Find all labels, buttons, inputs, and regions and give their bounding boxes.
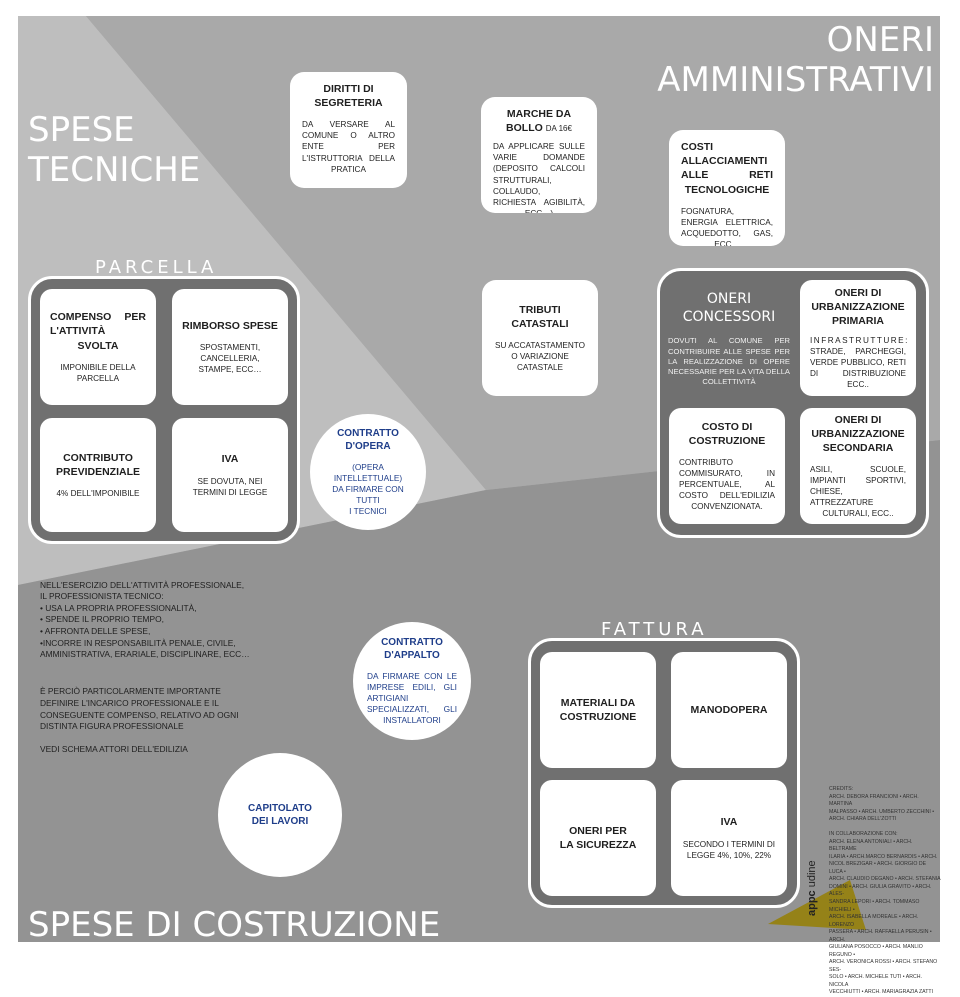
card-urbanizzazione-primaria: ONERI DI URBANIZZAZIONE PRIMARIA INFRAST… <box>800 280 916 396</box>
parcella-label: PARCELLA <box>95 257 218 278</box>
card-body: FOGNATURA, ENERGIA ELETTRICA, ACQUEDOTTO… <box>681 206 773 246</box>
note-text-1: NELL'ESERCIZIO DELL'ATTIVITÀ PROFESSIONA… <box>40 579 250 660</box>
circle-contratto-appalto: CONTRATTO D'APPALTO DA FIRMARE CON LE IM… <box>353 622 471 740</box>
card-body: DA APPLICARE SULLE VARIE DOMANDE (DEPOSI… <box>493 142 585 213</box>
card-costo-costruzione: COSTO DI COSTRUZIONE CONTRIBUTO COMMISUR… <box>669 408 785 524</box>
parcella-card-compenso: COMPENSO PER L'ATTIVITÀ SVOLTA IMPONIBIL… <box>40 289 156 405</box>
card-title: ONERI DI URBANIZZAZIONE SECONDARIA <box>811 413 905 454</box>
card-body: SECONDO I TERMINI DI LEGGE 4%, 10%, 22% <box>682 839 776 860</box>
circle-body: DA FIRMARE CON LE IMPRESE EDILI, GLI ART… <box>367 670 457 726</box>
card-diritti-segreteria: DIRITTI DI SEGRETERIA DA VERSARE AL COMU… <box>290 72 407 188</box>
heading-oneri-amministrativi: ONERI AMMINISTRATIVI <box>657 20 934 101</box>
credits-text: CREDITS: ARCH. DEBORA FRANCIONI • ARCH. … <box>829 786 941 996</box>
card-title: IVA <box>221 453 239 466</box>
card-body: ASILI, SCUOLE, IMPIANTI SPORTIVI, CHIESE… <box>810 465 906 519</box>
card-body: SE DOVUTA, NEI TERMINI DI LEGGE <box>192 476 268 497</box>
appc-logo: appc udine <box>806 860 818 916</box>
circle-title: CONTRATTO D'OPERA <box>337 427 399 453</box>
heading-spese-costruzione: SPESE DI COSTRUZIONE <box>28 905 441 945</box>
card-title: TRIBUTI CATASTALI <box>511 303 569 330</box>
fattura-card-iva: IVA SECONDO I TERMINI DI LEGGE 4%, 10%, … <box>671 780 787 896</box>
card-body: 4% DELL'IMPONIBILE <box>56 489 140 499</box>
fattura-card-materiali: MATERIALI DA COSTRUZIONE <box>540 652 656 768</box>
card-body: DA VERSARE AL COMUNE O ALTRO ENTE PER L'… <box>302 120 395 174</box>
circle-capitolato-lavori: CAPITOLATO DEI LAVORI <box>218 753 342 877</box>
fattura-label: FATTURA <box>601 619 708 640</box>
parcella-card-rimborso: RIMBORSO SPESE SPOSTAMENTI, CANCELLERIA,… <box>172 289 288 405</box>
card-title: IVA <box>720 816 738 829</box>
card-marche-bollo: MARCHE DA BOLLO DA 16€ DA APPLICARE SULL… <box>481 97 597 213</box>
card-costi-allacciamenti: COSTI ALLACCIAMENTI ALLE RETI TECNOLOGIC… <box>669 130 785 246</box>
card-title: CONTRIBUTO PREVIDENZIALE <box>55 451 140 478</box>
oneri-concessori-title: ONERI CONCESSORI <box>682 291 776 326</box>
oneri-concessori-header: ONERI CONCESSORI DOVUTI AL COMUNE PER CO… <box>668 290 790 388</box>
card-title: DIRITTI DI SEGRETERIA <box>314 83 383 110</box>
card-urbanizzazione-secondaria: ONERI DI URBANIZZAZIONE SECONDARIA ASILI… <box>800 408 916 524</box>
card-title: MANODOPERA <box>690 703 768 716</box>
card-body-head: INFRASTRUTTURE: <box>810 335 909 345</box>
fattura-card-sicurezza: ONERI PER LA SICUREZZA <box>540 780 656 896</box>
card-title: RIMBORSO SPESE <box>182 319 278 332</box>
card-title: COSTO DI COSTRUZIONE <box>688 420 766 447</box>
circle-body: (OPERA INTELLETTUALE) DA FIRMARE CON TUT… <box>332 461 404 517</box>
circle-title: CONTRATTO D'APPALTO <box>381 636 443 662</box>
card-title-main: MARCHE DA BOLLO <box>506 108 572 135</box>
card-body: CONTRIBUTO COMMISURATO, IN PERCENTUALE, … <box>679 458 775 512</box>
note-professionista: NELL'ESERCIZIO DELL'ATTIVITÀ PROFESSIONA… <box>40 568 250 768</box>
card-title: MARCHE DA BOLLO DA 16€ <box>493 107 585 135</box>
oneri-concessori-body: DOVUTI AL COMUNE PER CONTRIBUIRE ALLE SP… <box>668 336 790 387</box>
circle-title: CAPITOLATO DEI LAVORI <box>248 802 312 828</box>
parcella-card-iva: IVA SE DOVUTA, NEI TERMINI DI LEGGE <box>172 418 288 532</box>
card-body: INFRASTRUTTURE:STRADE, PARCHEGGI, VERDE … <box>810 335 909 390</box>
card-tributi-catastali: TRIBUTI CATASTALI SU ACCATASTAMENTO O VA… <box>482 280 598 396</box>
card-title: COMPENSO PER L'ATTIVITÀ SVOLTA <box>50 311 146 352</box>
fattura-card-manodopera: MANODOPERA <box>671 652 787 768</box>
card-title: ONERI PER LA SICUREZZA <box>559 824 637 851</box>
circle-contratto-opera: CONTRATTO D'OPERA (OPERA INTELLETTUALE) … <box>310 414 426 530</box>
card-body-text: STRADE, PARCHEGGI, VERDE PUBBLICO, RETI … <box>810 346 906 389</box>
card-title-suffix: DA 16€ <box>545 124 572 134</box>
logo-light: udine <box>806 860 818 891</box>
card-body: SPOSTAMENTI, CANCELLERIA, STAMPE, ECC… <box>198 342 262 375</box>
logo-accent-mark <box>768 880 866 930</box>
note-text-3: VEDI SCHEMA ATTORI DELL'EDILIZIA <box>40 744 188 755</box>
card-title: MATERIALI DA COSTRUZIONE <box>559 696 637 723</box>
note-text-2: È PERCIÒ PARTICOLARMENTE IMPORTANTE DEFI… <box>40 686 239 732</box>
card-title: ONERI DI URBANIZZAZIONE PRIMARIA <box>811 287 905 328</box>
card-body: IMPONIBILE DELLA PARCELLA <box>60 362 136 383</box>
logo-bold: appc <box>806 890 818 916</box>
heading-spese-tecniche: SPESE TECNICHE <box>28 110 201 191</box>
card-title: COSTI ALLACCIAMENTI ALLE RETI TECNOLOGIC… <box>681 141 773 196</box>
parcella-card-contributo: CONTRIBUTO PREVIDENZIALE 4% DELL'IMPONIB… <box>40 418 156 532</box>
card-body: SU ACCATASTAMENTO O VARIAZIONE CATASTALE <box>495 341 585 373</box>
